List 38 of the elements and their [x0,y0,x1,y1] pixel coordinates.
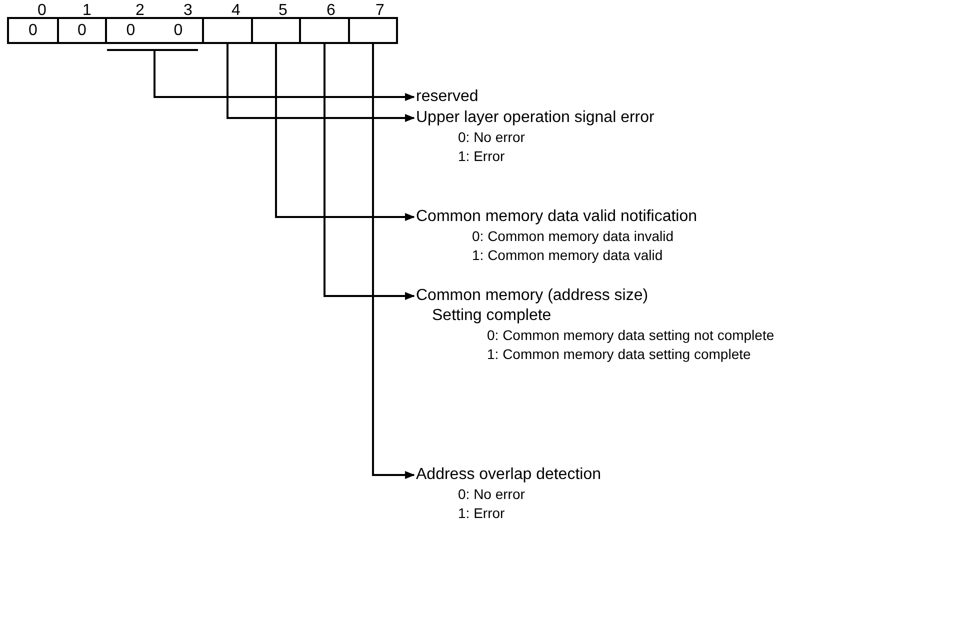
register-cell [251,17,301,44]
value-description: 0: Common memory data setting not complete [487,326,774,345]
bit-value: 0 [28,20,38,40]
field-description: Setting complete [432,306,552,326]
value-description: 0: Common memory data invalid [472,227,674,246]
register-cell [299,17,350,44]
leader-arrow [106,49,415,101]
value-description: 1: Common memory data valid [472,246,663,265]
field-description: Upper layer operation signal error [416,108,654,128]
leader-arrow [324,43,415,300]
bit-number: 4 [232,3,240,19]
value-description: 0: No error [458,128,525,147]
field-description: Common memory (address size) [416,286,648,306]
bit-number: 3 [184,3,192,19]
register-cell [348,17,398,44]
value-description: 1: Common memory data setting complete [487,345,751,364]
bit-number: 6 [326,3,336,19]
register-cell [105,17,204,44]
value-description: 1: Error [458,504,505,523]
register-cell [7,17,59,44]
leader-arrow [275,43,415,221]
bit-value: 0 [126,20,136,40]
field-description: Common memory data valid notification [416,207,698,227]
bit-value: 0 [174,20,183,40]
bit-value: 0 [78,20,86,40]
bit-number: 7 [376,3,384,19]
field-description: reserved [416,87,478,107]
leader-arrow [226,43,415,122]
value-description: 0: No error [458,485,525,504]
bit-number: 1 [82,3,92,19]
leader-arrow [372,43,415,479]
bit-number: 5 [278,3,288,19]
register-cell [202,17,253,44]
value-description: 1: Error [458,147,505,166]
register-cell [57,17,107,44]
bit-number: 2 [136,3,144,19]
bit-number: 0 [38,3,46,19]
field-description: Address overlap detection [416,465,601,485]
